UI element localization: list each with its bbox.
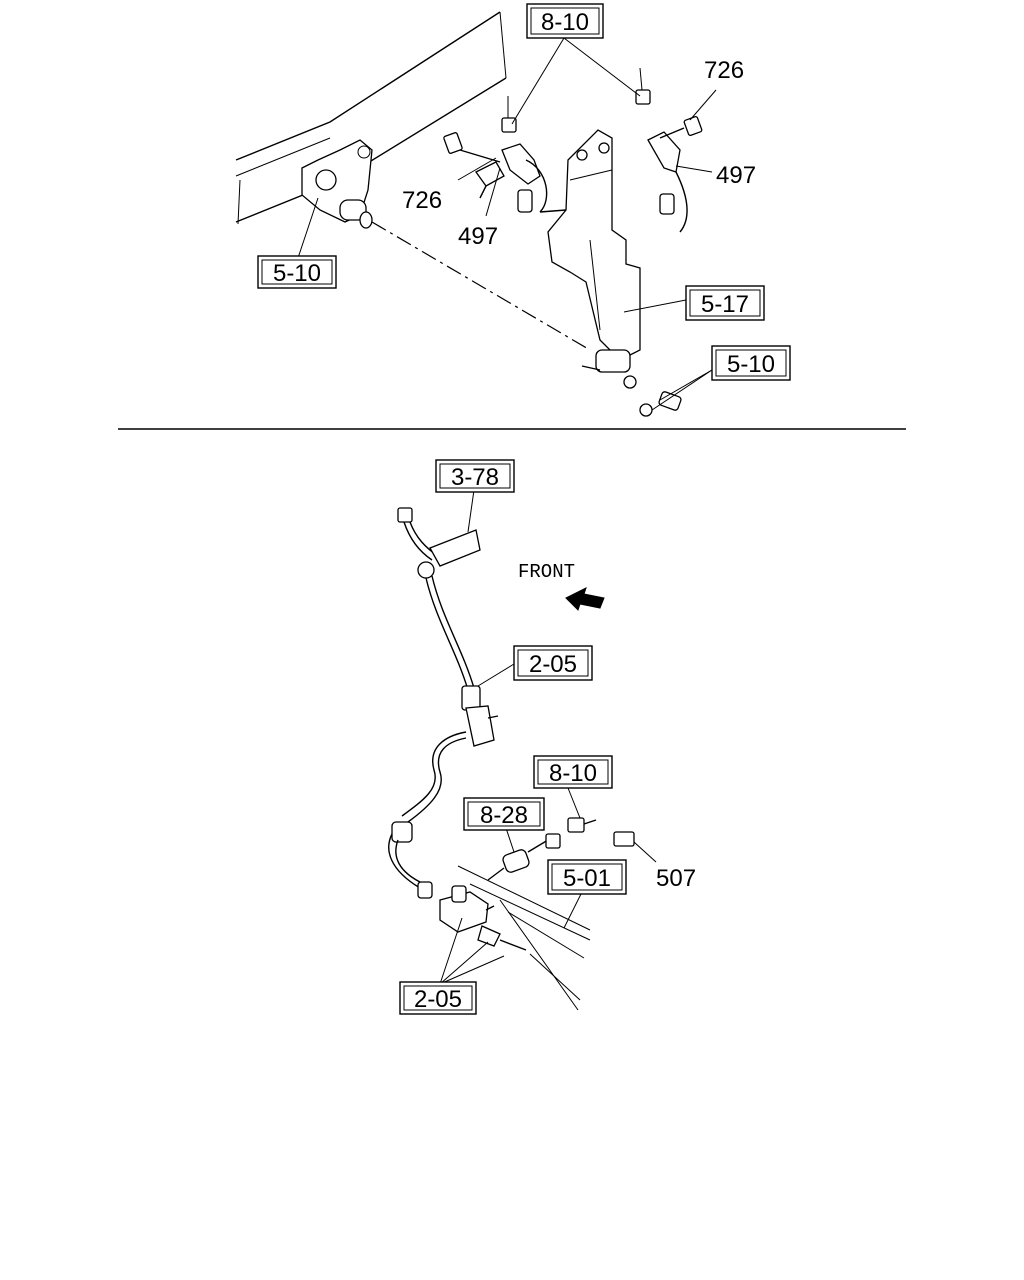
svg-text:5-10: 5-10 [273, 260, 321, 287]
svg-text:2-05: 2-05 [529, 651, 577, 678]
pressure-switch-block [439, 885, 527, 951]
callout-8-28: 8-28 [463, 797, 545, 831]
top-leaders [297, 37, 717, 411]
bottom-assembly: FRONT 3-78 2-05 8-10 [388, 459, 696, 1015]
clip-left-icon [501, 96, 517, 133]
label-507: 507 [656, 865, 696, 892]
svg-text:3-78: 3-78 [451, 464, 499, 491]
connector-8-10 [567, 817, 597, 833]
svg-text:2-05: 2-05 [414, 986, 462, 1013]
callout-5-17: 5-17 [685, 285, 765, 321]
label-497-left: 497 [458, 223, 498, 250]
callout-3-78: 3-78 [435, 459, 515, 493]
bolt-left-icon [443, 132, 501, 163]
front-arrow-icon [565, 587, 605, 611]
brake-pipe-lower [388, 731, 467, 899]
sensor-8-28 [487, 833, 561, 881]
bottom-leaders [439, 489, 657, 985]
callout-5-01: 5-01 [547, 859, 627, 895]
bottom-bolt-icon [639, 391, 682, 417]
label-726-right: 726 [704, 57, 744, 84]
svg-text:8-10: 8-10 [541, 9, 589, 36]
center-line-top [371, 221, 591, 351]
callout-2-05-upper: 2-05 [513, 645, 593, 681]
connector-507 [613, 831, 635, 847]
svg-text:5-17: 5-17 [701, 291, 749, 318]
callout-5-10-right: 5-10 [711, 345, 791, 381]
top-assembly: 8-10 726 497 726 497 5-10 5-17 5-10 [235, 3, 791, 417]
front-label: FRONT [518, 561, 575, 583]
height-sensor-right [647, 131, 688, 233]
svg-text:8-28: 8-28 [480, 802, 528, 829]
svg-text:5-10: 5-10 [727, 351, 775, 378]
callout-8-10-top: 8-10 [526, 3, 604, 39]
frame-rail [235, 11, 507, 225]
bolt-right-icon [659, 116, 703, 139]
brake-pipe-upper [397, 507, 481, 691]
svg-text:5-01: 5-01 [563, 865, 611, 892]
callout-8-10-bottom: 8-10 [533, 755, 613, 789]
sensor-bracket [547, 129, 641, 389]
svg-text:8-10: 8-10 [549, 760, 597, 787]
label-497-right: 497 [716, 162, 756, 189]
mounting-bracket [301, 139, 373, 229]
height-sensor-left [501, 143, 567, 213]
callout-5-10-left: 5-10 [257, 255, 337, 289]
label-726-left: 726 [402, 187, 442, 214]
callout-2-05-lower: 2-05 [399, 981, 477, 1015]
screw-left-icon [475, 161, 505, 199]
clip-right-icon [635, 67, 651, 105]
three-way-connector-upper [461, 685, 499, 747]
